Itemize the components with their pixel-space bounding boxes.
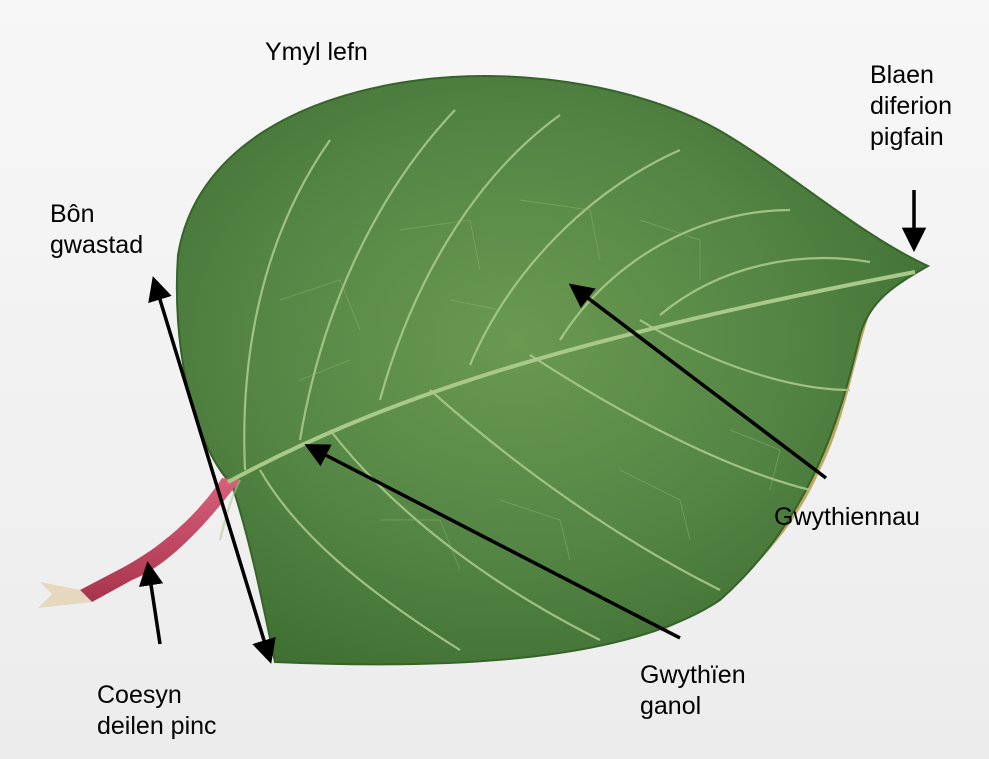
label-bon-line2: gwastad: [50, 230, 143, 261]
label-blaen: Blaen diferion pigfain: [870, 60, 952, 153]
label-coesyn-line2: deilen pinc: [97, 711, 217, 742]
label-blaen-line2: diferion: [870, 91, 952, 122]
petiole: [80, 478, 240, 602]
label-blaen-line3: pigfain: [870, 122, 952, 153]
label-gwythiennau: Gwythiennau: [774, 502, 920, 533]
arrow-coesyn: [148, 565, 160, 644]
label-gwythien-ganol-line2: ganol: [640, 691, 746, 722]
label-coesyn: Coesyn deilen pinc: [97, 680, 217, 742]
label-ymyl-lefn-text: Ymyl lefn: [265, 37, 368, 68]
label-blaen-line1: Blaen: [870, 60, 952, 91]
label-coesyn-line1: Coesyn: [97, 680, 217, 711]
label-gwythien-ganol: Gwythïen ganol: [640, 660, 746, 722]
label-bon: Bôn gwastad: [50, 199, 143, 261]
label-ymyl-lefn: Ymyl lefn: [265, 37, 368, 68]
label-gwythiennau-text: Gwythiennau: [774, 502, 920, 533]
label-gwythien-ganol-line1: Gwythïen: [640, 660, 746, 691]
stem-tip: [38, 582, 92, 608]
label-bon-line1: Bôn: [50, 199, 143, 230]
